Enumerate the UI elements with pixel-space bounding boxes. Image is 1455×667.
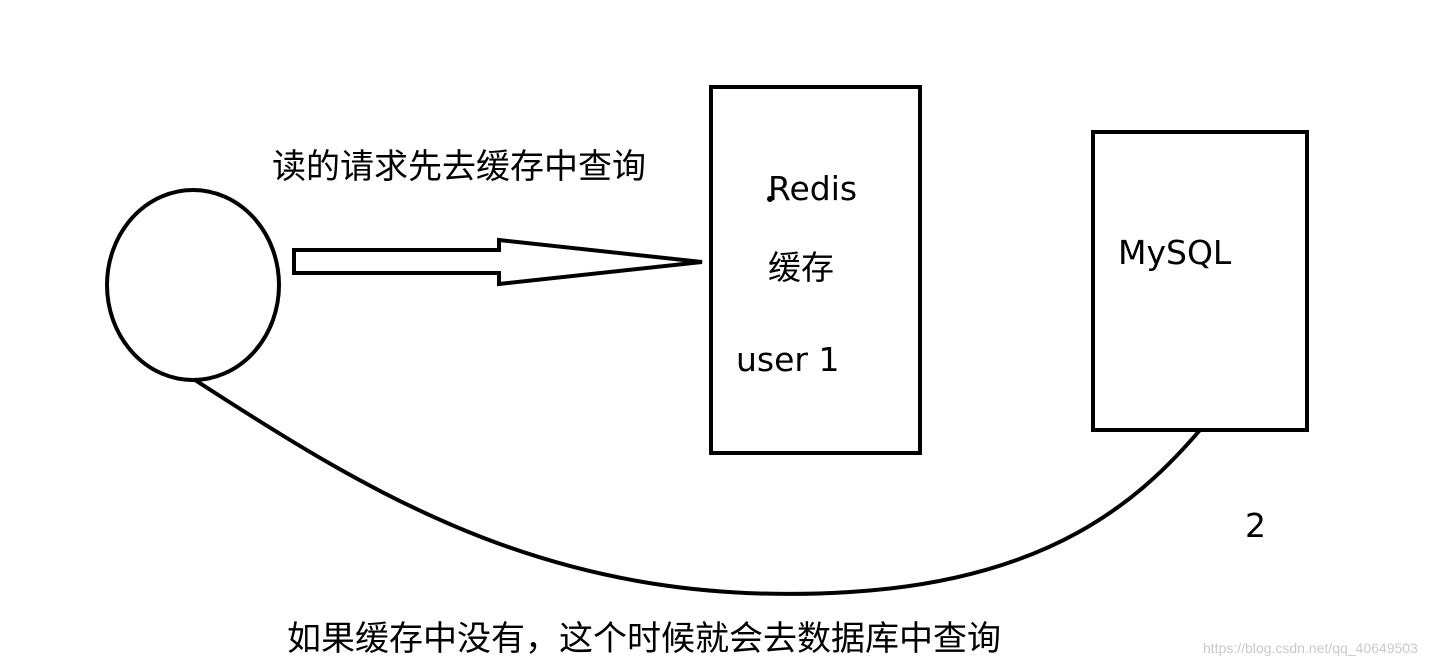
- fallback-label: 如果缓存中没有，这个时候就会去数据库中查询: [287, 619, 1001, 659]
- redis-cache-label: 缓存: [768, 248, 834, 287]
- redis-dot: [767, 196, 773, 202]
- redis-box: [709, 85, 922, 455]
- step-number-label: 2: [1245, 506, 1266, 545]
- client-circle: [105, 188, 281, 382]
- redis-item-label: user 1: [736, 340, 840, 379]
- request-label: 读的请求先去缓存中查询: [272, 147, 646, 187]
- mysql-label: MySQL: [1118, 233, 1232, 272]
- watermark: https://blog.csdn.net/qq_40649503: [1203, 640, 1418, 656]
- request-arrow: [292, 237, 703, 287]
- mysql-box: [1091, 130, 1309, 432]
- redis-label: Redis: [768, 169, 858, 208]
- fallback-curve: [193, 378, 1202, 596]
